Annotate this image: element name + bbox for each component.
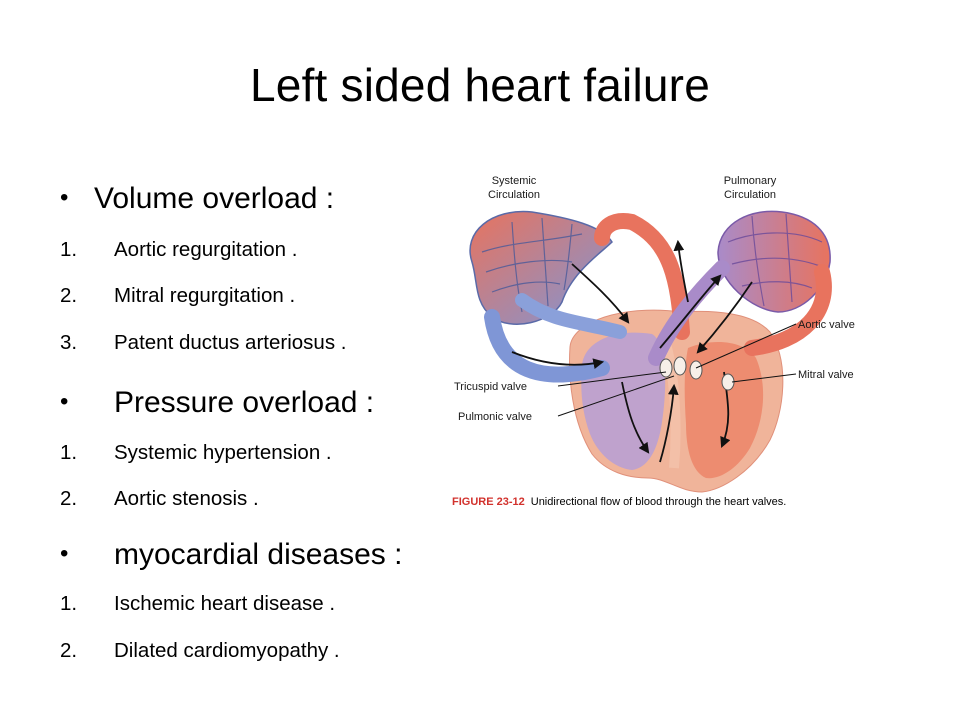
systemic-vein — [515, 293, 627, 339]
section-heading-volume-overload: Volume overload : — [94, 182, 335, 215]
list-item: 2.Dilated cardiomyopathy . — [60, 639, 340, 662]
pulmonary-vessel-network — [717, 210, 831, 313]
list-item: 3.Patent ductus arteriosus . — [60, 331, 347, 354]
figure-caption-label: FIGURE 23-12 — [452, 496, 525, 508]
bullet-icon: • — [60, 184, 69, 211]
label-pulmonary-circulation: Pulmonary — [724, 175, 777, 187]
figure-caption-text: Unidirectional flow of blood through the… — [530, 496, 787, 508]
label-pulmonic-valve: Pulmonic valve — [458, 411, 532, 423]
bullet-icon: • — [60, 540, 69, 567]
list-item: 1.Aortic regurgitation . — [60, 238, 298, 261]
label-pulmonary-circulation: Circulation — [724, 189, 776, 201]
list-item: 1.Ischemic heart disease . — [60, 592, 336, 615]
list-item: 1.Systemic hypertension . — [60, 441, 332, 464]
label-tricuspid-valve: Tricuspid valve — [454, 381, 527, 393]
label-aortic-valve: Aortic valve — [798, 319, 855, 331]
pulmonary-vein — [744, 264, 832, 356]
label-mitral-valve: Mitral valve — [798, 369, 854, 381]
label-systemic-circulation: Circulation — [488, 189, 540, 201]
systemic-vein — [484, 309, 610, 383]
valve-icons — [659, 356, 735, 391]
slide-title: Left sided heart failure — [250, 59, 710, 111]
aorta — [594, 213, 690, 340]
flow-arrows — [511, 239, 753, 463]
section-heading-pressure-overload: Pressure overload : — [114, 386, 375, 419]
septum — [661, 342, 681, 469]
section-heading-myocardial-diseases: myocardial diseases : — [114, 538, 403, 571]
list-item: 2.Aortic stenosis . — [60, 487, 259, 510]
list-item: 2.Mitral regurgitation . — [60, 284, 296, 307]
left-ventricle — [684, 342, 764, 479]
label-systemic-circulation: Systemic — [492, 175, 537, 187]
heart-circulation-diagram: Systemic Circulation Pulmonary Circulati… — [454, 175, 855, 493]
bullet-icon: • — [60, 388, 69, 415]
figure-caption: FIGURE 23-12 Unidirectional flow of blood… — [452, 496, 786, 508]
